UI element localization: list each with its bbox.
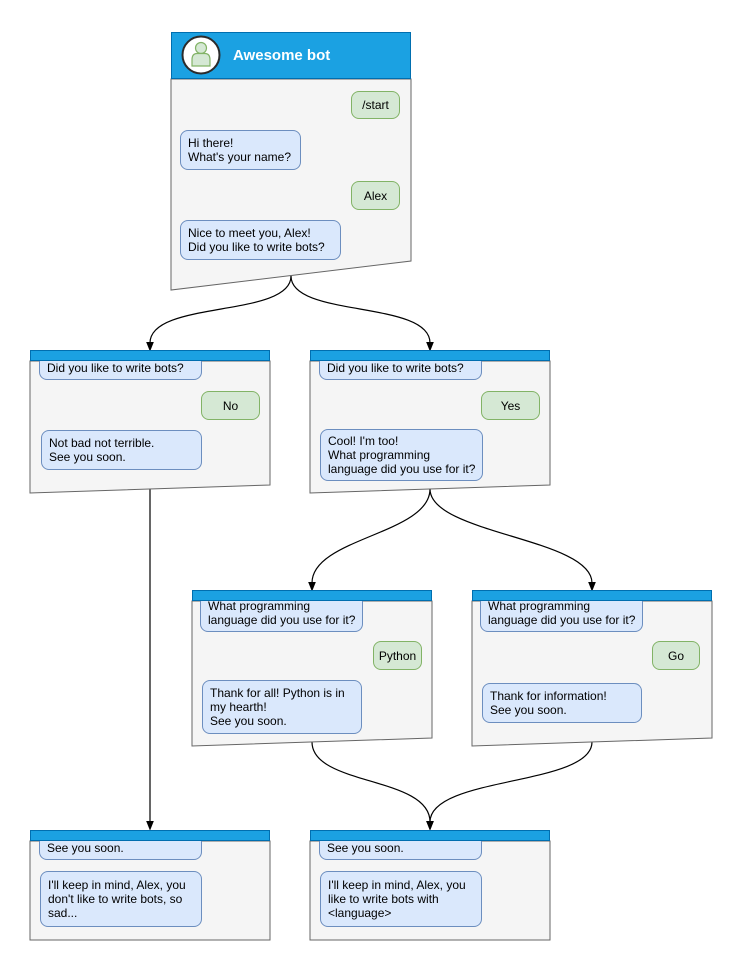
message-text: Thank for information! See you soon. [490, 689, 607, 717]
message-text: Alex [363, 188, 388, 203]
window-titlebar[interactable] [30, 350, 270, 361]
message-text: What programming language did you use fo… [208, 599, 356, 627]
message-text: Did you like to write bots? [47, 361, 184, 375]
user-message-bubble[interactable]: Go [652, 641, 700, 670]
user-message-bubble[interactable]: Yes [481, 391, 540, 420]
window-titlebar[interactable] [472, 590, 712, 601]
message-text: Did you like to write bots? [327, 361, 464, 375]
bot-message-bubble[interactable]: I'll keep in mind, Alex, you don't like … [40, 871, 202, 927]
bot-message-bubble[interactable]: Cool! I'm too! What programming language… [320, 429, 483, 481]
edge-python-to-end[interactable] [311, 741, 434, 831]
edge-yes-to-go[interactable] [429, 488, 596, 592]
edge-yes-to-python[interactable] [308, 488, 431, 592]
window-titlebar[interactable] [310, 350, 550, 361]
message-text: See you soon. [47, 841, 124, 855]
bot-avatar-icon [181, 35, 221, 75]
chat-window-end-no[interactable]: See you soon. I'll keep in mind, Alex, y… [29, 830, 271, 941]
bot-message-bubble[interactable]: Nice to meet you, Alex! Did you like to … [180, 220, 341, 260]
message-text: Go [667, 648, 684, 663]
window-titlebar[interactable] [30, 830, 270, 841]
message-text: Nice to meet you, Alex! Did you like to … [188, 226, 325, 254]
message-text: Cool! I'm too! What programming language… [328, 434, 476, 476]
window-titlebar[interactable] [310, 830, 550, 841]
bot-message-bubble[interactable]: I'll keep in mind, Alex, you like to wri… [320, 871, 482, 927]
edge-start-to-no[interactable] [146, 275, 292, 352]
message-text: /start [362, 98, 389, 112]
chat-window-end-yes[interactable]: See you soon. I'll keep in mind, Alex, y… [309, 830, 551, 941]
message-text: What programming language did you use fo… [488, 599, 636, 627]
message-text: I'll keep in mind, Alex, you like to wri… [328, 878, 466, 920]
message-text: No [222, 398, 239, 413]
user-message-bubble[interactable]: Alex [351, 181, 400, 210]
chat-window-answer-yes[interactable]: Did you like to write bots? Yes Cool! I'… [309, 350, 551, 494]
chat-window-main[interactable]: Awesome bot /start Hi there! What's your… [170, 32, 412, 291]
bot-message-bubble[interactable]: Thank for all! Python is in my hearth! S… [202, 680, 362, 734]
message-text: Yes [500, 398, 521, 413]
bot-message-bubble[interactable]: Not bad not terrible. See you soon. [41, 430, 202, 470]
message-text: Hi there! What's your name? [188, 136, 292, 164]
chat-window-answer-go[interactable]: What programming language did you use fo… [471, 590, 713, 747]
user-message-bubble[interactable]: /start [351, 91, 400, 119]
window-titlebar[interactable] [192, 590, 432, 601]
message-text: I'll keep in mind, Alex, you don't like … [48, 878, 186, 920]
message-text: See you soon. [327, 841, 404, 855]
window-title: Awesome bot [233, 47, 331, 64]
bot-message-bubble[interactable]: Thank for information! See you soon. [482, 683, 642, 723]
chat-window-answer-python[interactable]: What programming language did you use fo… [191, 590, 433, 747]
message-text: Not bad not terrible. See you soon. [49, 436, 155, 464]
message-text: Python [378, 648, 417, 663]
chat-window-answer-no[interactable]: Did you like to write bots? No Not bad n… [29, 350, 271, 494]
bot-message-bubble[interactable]: Hi there! What's your name? [180, 130, 301, 170]
message-text: Thank for all! Python is in my hearth! S… [210, 686, 345, 728]
user-message-bubble[interactable]: Python [373, 641, 422, 670]
edge-start-to-yes[interactable] [290, 275, 434, 352]
edge-go-to-end[interactable] [426, 741, 593, 831]
user-message-bubble[interactable]: No [201, 391, 260, 420]
